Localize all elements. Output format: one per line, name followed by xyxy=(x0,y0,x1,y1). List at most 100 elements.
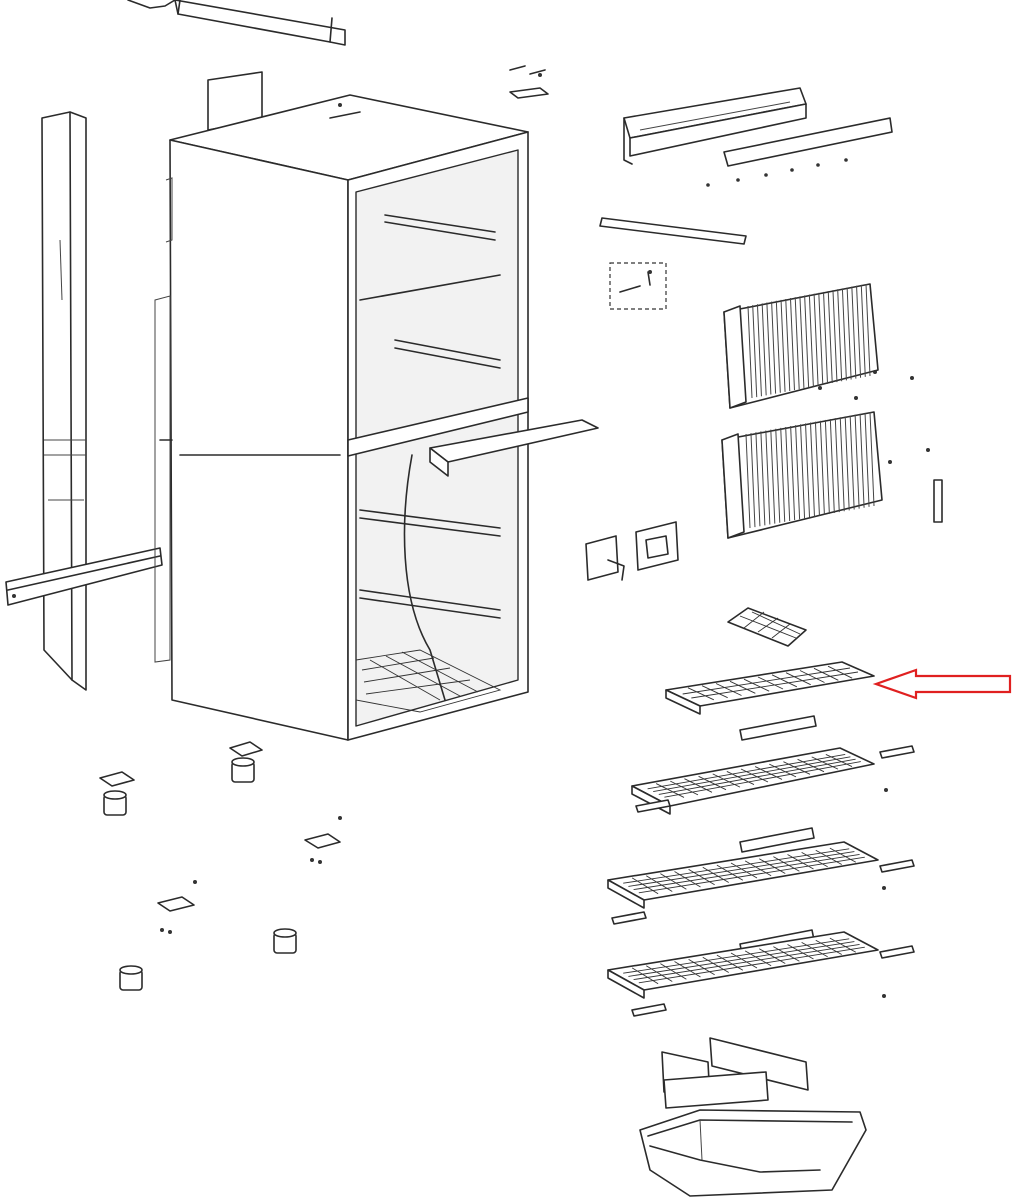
ribs-upper xyxy=(747,283,871,399)
light-bar xyxy=(599,217,747,245)
grid-line xyxy=(628,851,855,887)
grid-line xyxy=(638,946,865,984)
grid-line xyxy=(633,853,860,891)
rib xyxy=(775,428,781,523)
grid-line xyxy=(623,848,850,884)
ribs-lower xyxy=(745,411,875,529)
grid-line xyxy=(716,864,744,881)
grid-line xyxy=(771,674,798,688)
grid-line xyxy=(813,667,839,681)
rib xyxy=(851,286,857,379)
rib xyxy=(789,298,795,391)
grid-line xyxy=(754,766,783,780)
grid-line xyxy=(783,761,811,775)
rib xyxy=(800,424,806,519)
grid-line xyxy=(660,963,687,980)
grid-line xyxy=(638,856,865,894)
rib xyxy=(829,419,835,514)
rib xyxy=(770,429,776,524)
side-panel-left xyxy=(41,111,87,691)
shelf-glass-1 xyxy=(631,745,915,815)
grid-line xyxy=(787,854,814,870)
grid-line xyxy=(702,956,729,973)
rib xyxy=(752,305,758,398)
rib xyxy=(761,303,767,396)
grid-line xyxy=(631,967,659,985)
grid-line xyxy=(712,773,741,788)
grid-line xyxy=(759,948,786,964)
grid-line xyxy=(759,858,786,874)
rib xyxy=(824,419,830,514)
grid-line xyxy=(799,670,825,683)
grid-line xyxy=(829,937,857,953)
control-box xyxy=(635,521,679,571)
grid-line xyxy=(811,756,839,770)
rib xyxy=(750,433,756,528)
rib xyxy=(849,415,855,510)
rib xyxy=(775,300,781,393)
rib xyxy=(827,291,833,384)
grid-line xyxy=(674,871,701,888)
grid-line xyxy=(769,763,797,778)
rib xyxy=(844,416,850,511)
feet xyxy=(103,757,297,991)
foot-3 xyxy=(273,928,297,954)
rib xyxy=(839,417,845,512)
rib xyxy=(747,305,753,399)
rib xyxy=(745,433,751,529)
grid-line xyxy=(801,941,828,958)
egg-tray xyxy=(727,607,807,647)
rib xyxy=(804,295,810,388)
rib xyxy=(780,299,786,392)
grid-line xyxy=(743,678,770,692)
rib xyxy=(837,289,843,382)
rib xyxy=(785,298,791,391)
grid-line xyxy=(787,944,814,960)
rib xyxy=(805,423,811,518)
rib xyxy=(755,432,761,527)
rib xyxy=(760,431,766,526)
rib xyxy=(813,293,819,386)
highlight-arrow xyxy=(872,668,1012,700)
shelf-glass-3 xyxy=(607,929,915,1017)
rib xyxy=(765,430,771,525)
grid-line xyxy=(773,856,800,872)
grid-line xyxy=(744,860,772,877)
grid-line xyxy=(801,851,828,868)
rib xyxy=(841,288,847,381)
grid-line xyxy=(715,683,742,696)
rib xyxy=(771,301,777,394)
rib xyxy=(785,426,791,521)
grid-line xyxy=(646,965,673,982)
grid-line xyxy=(660,873,687,890)
rib xyxy=(854,414,860,509)
grid-line xyxy=(797,758,825,773)
rib xyxy=(808,294,814,387)
top-hinge-part xyxy=(127,0,346,46)
rib xyxy=(859,413,865,508)
grid-line xyxy=(631,877,659,895)
grid-line xyxy=(744,950,772,967)
rib xyxy=(814,421,820,516)
grid-line xyxy=(647,753,846,790)
light-cover xyxy=(706,117,893,187)
divider-bar xyxy=(429,419,599,477)
rib xyxy=(790,426,796,521)
thermostat-bracket xyxy=(609,262,667,310)
grid-line xyxy=(825,754,853,767)
grid-line xyxy=(815,939,842,955)
rear-rail xyxy=(5,547,163,606)
grid-line xyxy=(716,954,744,971)
shelf-upper-small xyxy=(665,661,875,715)
rib xyxy=(756,304,762,397)
rib xyxy=(795,425,801,520)
rib xyxy=(860,284,866,377)
control-module xyxy=(585,535,625,581)
grid-line xyxy=(827,665,853,679)
grid-line xyxy=(664,761,861,798)
grid-line xyxy=(829,847,857,863)
grid-line xyxy=(623,938,850,974)
grid-line xyxy=(682,667,851,695)
grid-line xyxy=(730,862,758,879)
